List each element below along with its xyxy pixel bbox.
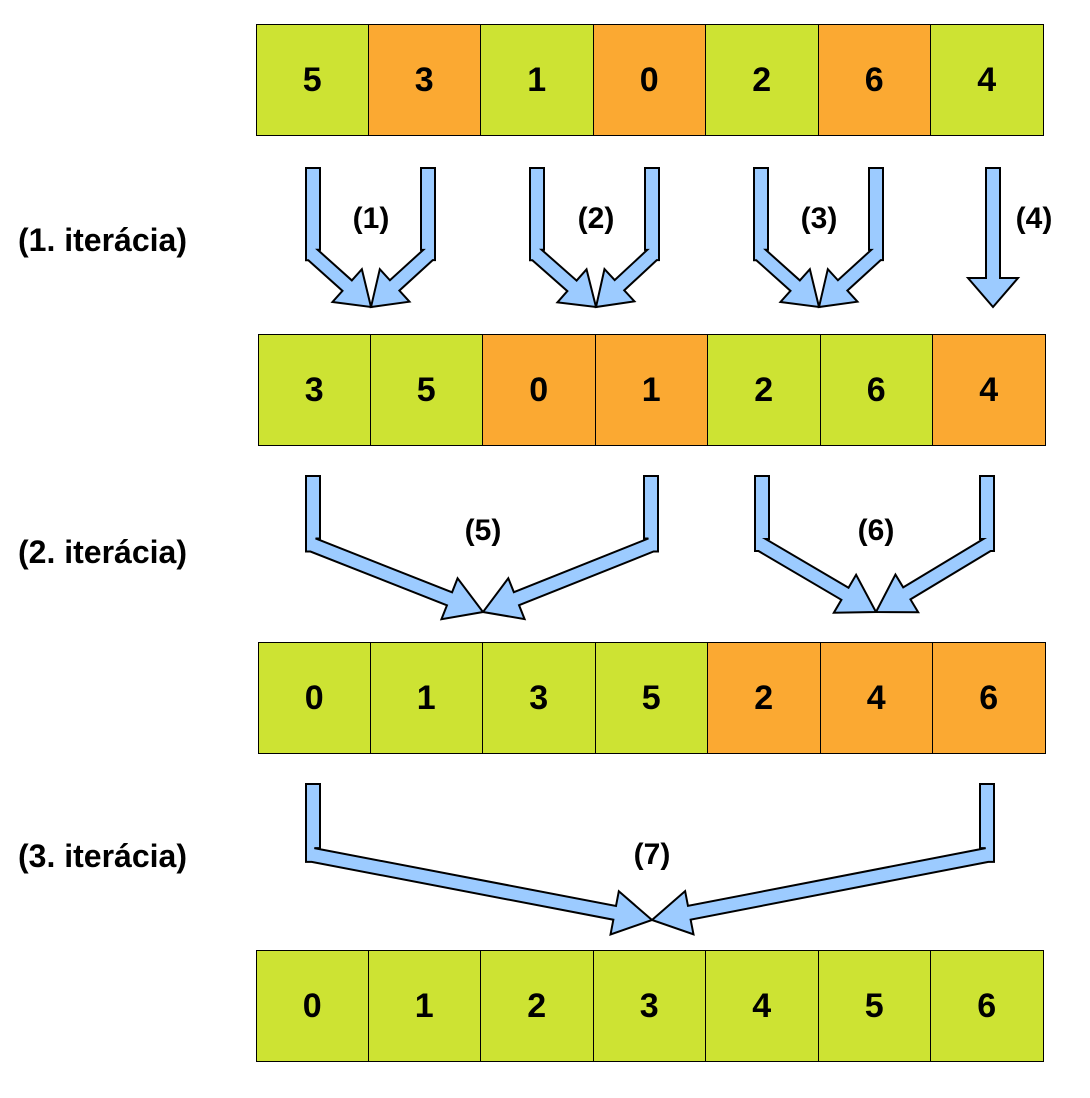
- arrow-shape: [874, 475, 995, 614]
- array-cell: 6: [931, 950, 1044, 1062]
- step-label-1: (1): [352, 202, 390, 235]
- array-cell: 6: [818, 24, 931, 136]
- array-cell: 3: [368, 24, 481, 136]
- array-cell: 2: [708, 642, 821, 754]
- array-cell: 4: [933, 334, 1046, 446]
- array-cell: 4: [820, 642, 933, 754]
- array-cell: 3: [593, 950, 706, 1062]
- array-cell: 1: [595, 334, 708, 446]
- array-cell: 3: [258, 334, 371, 446]
- arrow-shape: [369, 167, 436, 309]
- array-cell: 2: [481, 950, 594, 1062]
- arrow-shape: [481, 475, 659, 621]
- arrow-shape: [965, 167, 1021, 309]
- arrow-shape: [529, 167, 598, 309]
- array-cell: 2: [708, 334, 821, 446]
- step-label-6: (6): [857, 514, 895, 547]
- iteration-label-2: (2. iterácia): [18, 534, 187, 570]
- array-cell: 5: [818, 950, 931, 1062]
- array-cell: 1: [368, 950, 481, 1062]
- step-label-2: (2): [577, 202, 615, 235]
- array-cell: 1: [370, 642, 483, 754]
- arrow-shape: [753, 167, 821, 309]
- array-cell: 0: [593, 24, 706, 136]
- array-cell: 6: [820, 334, 933, 446]
- step-label-7: (7): [633, 838, 671, 871]
- arrow-shape: [305, 167, 373, 309]
- array-cell: 0: [483, 334, 596, 446]
- array-cell: 5: [256, 24, 369, 136]
- arrow-shape: [817, 167, 884, 309]
- arrow-shape: [305, 475, 485, 621]
- array-cell: 0: [258, 642, 371, 754]
- step-label-3: (3): [800, 202, 838, 235]
- array-cell: 3: [483, 642, 596, 754]
- array-cell: 0: [256, 950, 369, 1062]
- arrow-shape: [754, 475, 878, 614]
- array-cell: 1: [481, 24, 594, 136]
- step-label-5: (5): [464, 514, 502, 547]
- array-cell: 4: [931, 24, 1044, 136]
- array-cell: 5: [370, 334, 483, 446]
- array-cell: 2: [706, 24, 819, 136]
- array-cell: 5: [595, 642, 708, 754]
- arrow-shape: [305, 783, 654, 936]
- iteration-label-1: (1. iterácia): [18, 222, 187, 258]
- step-label-4: (4): [1015, 202, 1053, 235]
- array-cell: 4: [706, 950, 819, 1062]
- array-cell: 6: [933, 642, 1046, 754]
- iteration-label-3: (3. iterácia): [18, 838, 187, 874]
- arrow-shape: [594, 167, 660, 309]
- arrow-shape: [650, 783, 995, 936]
